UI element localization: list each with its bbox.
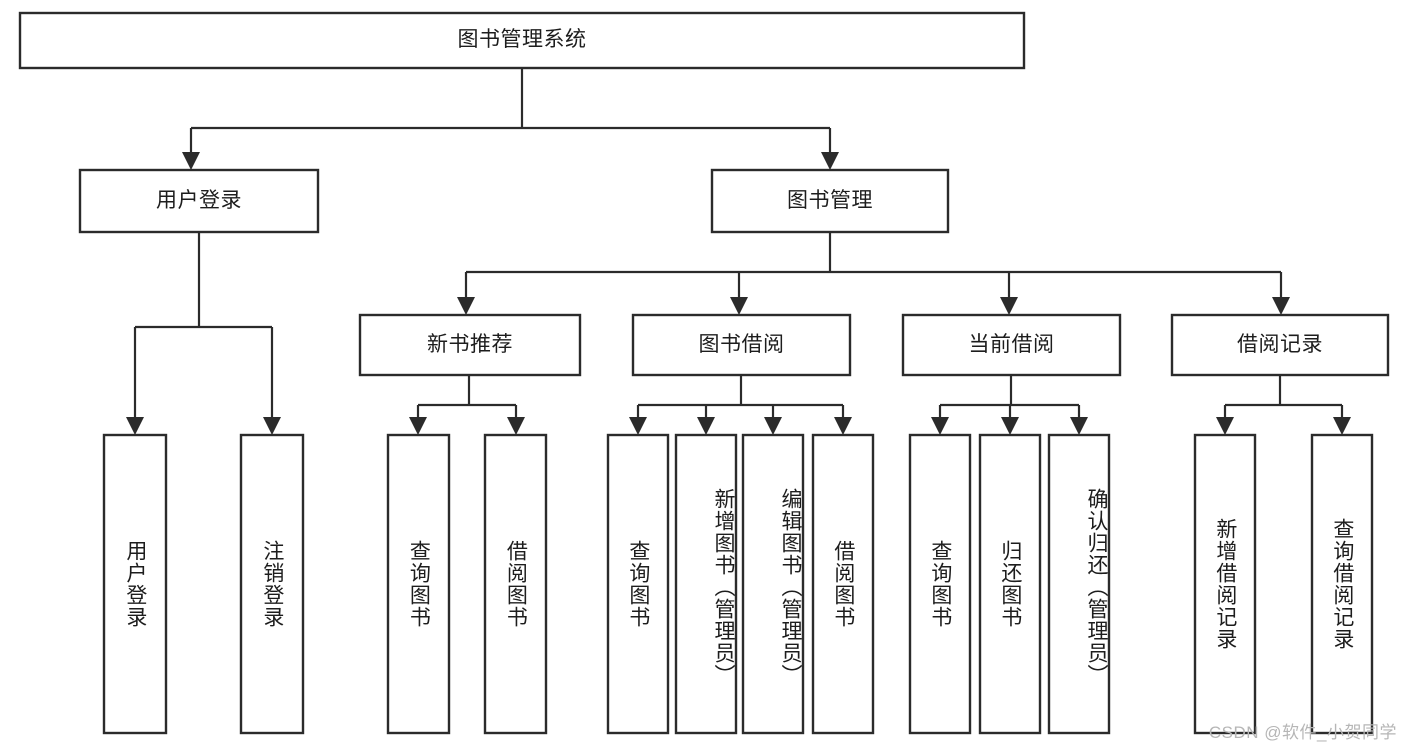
arrowhead-leaf-nbr-1 — [507, 417, 525, 435]
arrowhead-user-login — [182, 152, 200, 170]
node-box-leaf-br-0[interactable] — [1193, 433, 1257, 735]
arrowhead-leaf-bb-3 — [834, 417, 852, 435]
watermark-text: CSDN @软件_小贺同学 — [1208, 723, 1397, 742]
connector-group-current-borrow — [931, 375, 1088, 435]
connector-group-new-book-recommend — [409, 375, 525, 435]
node-box-book-borrow[interactable] — [631, 313, 852, 377]
node-box-current-borrow[interactable] — [901, 313, 1122, 377]
node-box-book-manage[interactable] — [710, 168, 950, 234]
node-box-leaf-br-1[interactable] — [1310, 433, 1374, 735]
connector-group-book-manage — [457, 232, 1290, 315]
arrowhead-leaf-cb-2 — [1070, 417, 1088, 435]
node-box-user-login[interactable] — [78, 168, 320, 234]
arrowhead-leaf-cb-1 — [1001, 417, 1019, 435]
arrowhead-leaf-bb-0 — [629, 417, 647, 435]
connector-group-book-borrow — [629, 375, 852, 435]
arrowhead-current-borrow — [1000, 297, 1018, 315]
connector-group-user-login — [126, 232, 281, 435]
node-box-root[interactable] — [18, 11, 1026, 70]
node-box-leaf-cb-2[interactable] — [1047, 433, 1111, 735]
arrowhead-leaf-nbr-0 — [409, 417, 427, 435]
node-box-new-book-recommend[interactable] — [358, 313, 582, 377]
arrowhead-leaf-user-login-0 — [126, 417, 144, 435]
arrowhead-book-manage — [821, 152, 839, 170]
node-box-leaf-bb-2[interactable] — [741, 433, 805, 735]
node-box-leaf-bb-1[interactable] — [674, 433, 738, 735]
arrowhead-leaf-bb-2 — [764, 417, 782, 435]
node-box-leaf-cb-0[interactable] — [908, 433, 972, 735]
node-box-leaf-user-login-0[interactable] — [102, 433, 168, 735]
node-box-borrow-record[interactable] — [1170, 313, 1390, 377]
arrowhead-borrow-record — [1272, 297, 1290, 315]
arrowhead-leaf-cb-0 — [931, 417, 949, 435]
arrowhead-leaf-user-login-1 — [263, 417, 281, 435]
node-box-leaf-nbr-1[interactable] — [483, 433, 548, 735]
arrowhead-leaf-br-1 — [1333, 417, 1351, 435]
node-box-leaf-bb-3[interactable] — [811, 433, 875, 735]
connector-group-borrow-record — [1216, 375, 1351, 435]
connector-group-root — [182, 68, 839, 170]
node-box-leaf-cb-1[interactable] — [978, 433, 1042, 735]
arrowhead-leaf-br-0 — [1216, 417, 1234, 435]
arrowhead-leaf-bb-1 — [697, 417, 715, 435]
arrowhead-book-borrow — [730, 297, 748, 315]
arrowhead-new-book-recommend — [457, 297, 475, 315]
node-box-leaf-nbr-0[interactable] — [386, 433, 451, 735]
node-box-leaf-user-login-1[interactable] — [239, 433, 305, 735]
node-box-leaf-bb-0[interactable] — [606, 433, 670, 735]
